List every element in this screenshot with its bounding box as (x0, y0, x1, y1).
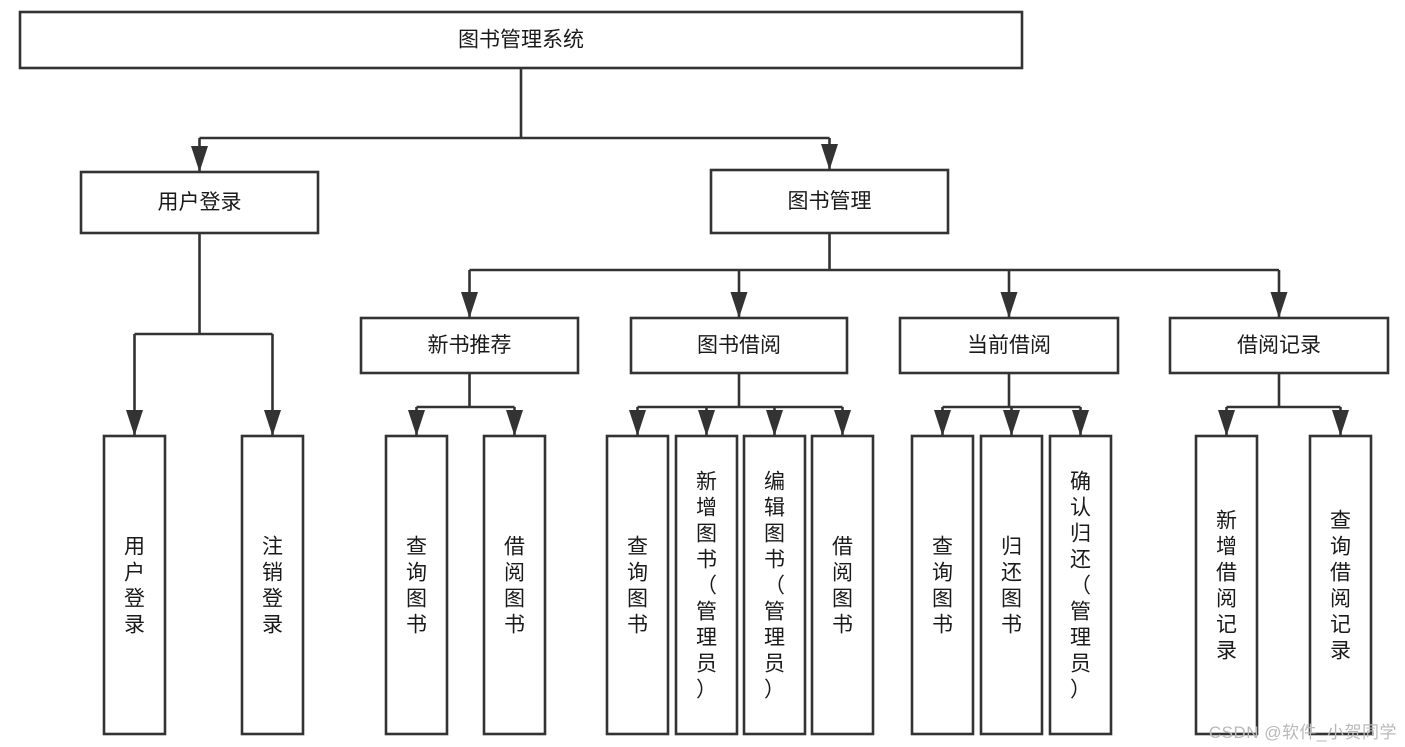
node-box (482, 434, 547, 736)
node-current-borrow[interactable]: 当前借阅 (898, 316, 1120, 375)
arrow-head-icon (934, 410, 951, 436)
node-leaf-user-login[interactable]: 用户登录 (102, 434, 167, 736)
node-box (1168, 316, 1390, 375)
node-label: 图书管理系统 (458, 29, 584, 52)
node-user-login[interactable]: 用户登录 (79, 170, 320, 235)
node-label: 归还图书 (1001, 535, 1022, 636)
node-label: 新增图书（管理员） (696, 470, 717, 701)
node-box (384, 434, 449, 736)
node-label: 图书借阅 (697, 334, 781, 357)
node-leaf-return-book[interactable]: 归还图书 (979, 434, 1044, 736)
node-box (102, 434, 167, 736)
node-label: 查询图书 (627, 535, 648, 636)
arrow-head-icon (1218, 410, 1235, 436)
arrow-head-icon (1072, 410, 1089, 436)
node-box (629, 316, 849, 375)
node-box (79, 170, 320, 235)
node-book-borrow[interactable]: 图书借阅 (629, 316, 849, 375)
node-root[interactable]: 图书管理系统 (18, 10, 1024, 70)
node-new-book-rec[interactable]: 新书推荐 (359, 316, 580, 375)
arrow-head-icon (1332, 410, 1349, 436)
node-box (605, 434, 670, 736)
arrow-head-icon (629, 410, 646, 436)
node-leaf-query-book-a[interactable]: 查询图书 (384, 434, 449, 736)
arrow-head-icon (730, 292, 748, 318)
node-box (1308, 434, 1373, 736)
arrow-head-icon (834, 410, 851, 436)
node-leaf-borrow-book-a[interactable]: 借阅图书 (482, 434, 547, 736)
arrow-head-icon (264, 410, 281, 436)
node-box (898, 316, 1120, 375)
node-box (674, 434, 739, 736)
arrow-head-icon (191, 146, 208, 172)
node-leaf-confirm-return[interactable]: 确认归还（管理员） (1048, 434, 1113, 736)
node-label: 新增借阅记录 (1216, 509, 1237, 662)
connector-layer (126, 68, 1349, 436)
node-leaf-query-book-b[interactable]: 查询图书 (605, 434, 670, 736)
node-label: 用户登录 (124, 535, 145, 636)
node-leaf-query-book-c[interactable]: 查询图书 (910, 434, 975, 736)
node-leaf-edit-book[interactable]: 编辑图书（管理员） (742, 434, 807, 736)
arrow-head-icon (126, 410, 143, 436)
node-box (240, 434, 305, 736)
node-leaf-query-record[interactable]: 查询借阅记录 (1308, 434, 1373, 736)
arrow-head-icon (1003, 410, 1020, 436)
arrow-head-icon (1270, 292, 1288, 318)
node-label: 借阅记录 (1237, 334, 1321, 357)
node-box (1048, 434, 1113, 736)
arrow-head-icon (766, 410, 783, 436)
node-leaf-add-record[interactable]: 新增借阅记录 (1194, 434, 1259, 736)
arrow-head-icon (408, 410, 425, 436)
node-box (742, 434, 807, 736)
node-label: 图书管理 (788, 190, 872, 213)
node-box (1194, 434, 1259, 736)
arrow-head-icon (698, 410, 715, 436)
node-box (709, 168, 950, 235)
node-leaf-add-book[interactable]: 新增图书（管理员） (674, 434, 739, 736)
watermark-label: CSDN @软件_小贺同学 (1208, 723, 1397, 742)
node-label: 借阅图书 (504, 535, 525, 636)
node-box (979, 434, 1044, 736)
node-label: 查询借阅记录 (1330, 509, 1351, 662)
node-borrow-record[interactable]: 借阅记录 (1168, 316, 1390, 375)
node-leaf-borrow-book-b[interactable]: 借阅图书 (810, 434, 875, 736)
arrow-head-icon (821, 144, 838, 170)
node-box (810, 434, 875, 736)
node-box (18, 10, 1024, 70)
arrow-head-icon (506, 410, 523, 436)
node-layer: 图书管理系统用户登录图书管理新书推荐图书借阅当前借阅借阅记录用户登录注销登录查询… (18, 10, 1390, 736)
node-box (910, 434, 975, 736)
node-box (359, 316, 580, 375)
arrow-head-icon (461, 292, 478, 318)
node-label: 确认归还（管理员） (1070, 470, 1091, 701)
arrow-head-icon (1000, 292, 1018, 318)
node-label: 用户登录 (158, 191, 242, 214)
node-label: 当前借阅 (967, 334, 1051, 357)
node-label: 新书推荐 (428, 334, 512, 357)
node-book-mgmt[interactable]: 图书管理 (709, 168, 950, 235)
node-label: 注销登录 (262, 535, 283, 636)
node-label: 编辑图书（管理员） (764, 470, 785, 701)
node-label: 查询图书 (406, 535, 427, 636)
node-label: 查询图书 (932, 535, 953, 636)
node-leaf-logout[interactable]: 注销登录 (240, 434, 305, 736)
node-label: 借阅图书 (832, 535, 853, 636)
